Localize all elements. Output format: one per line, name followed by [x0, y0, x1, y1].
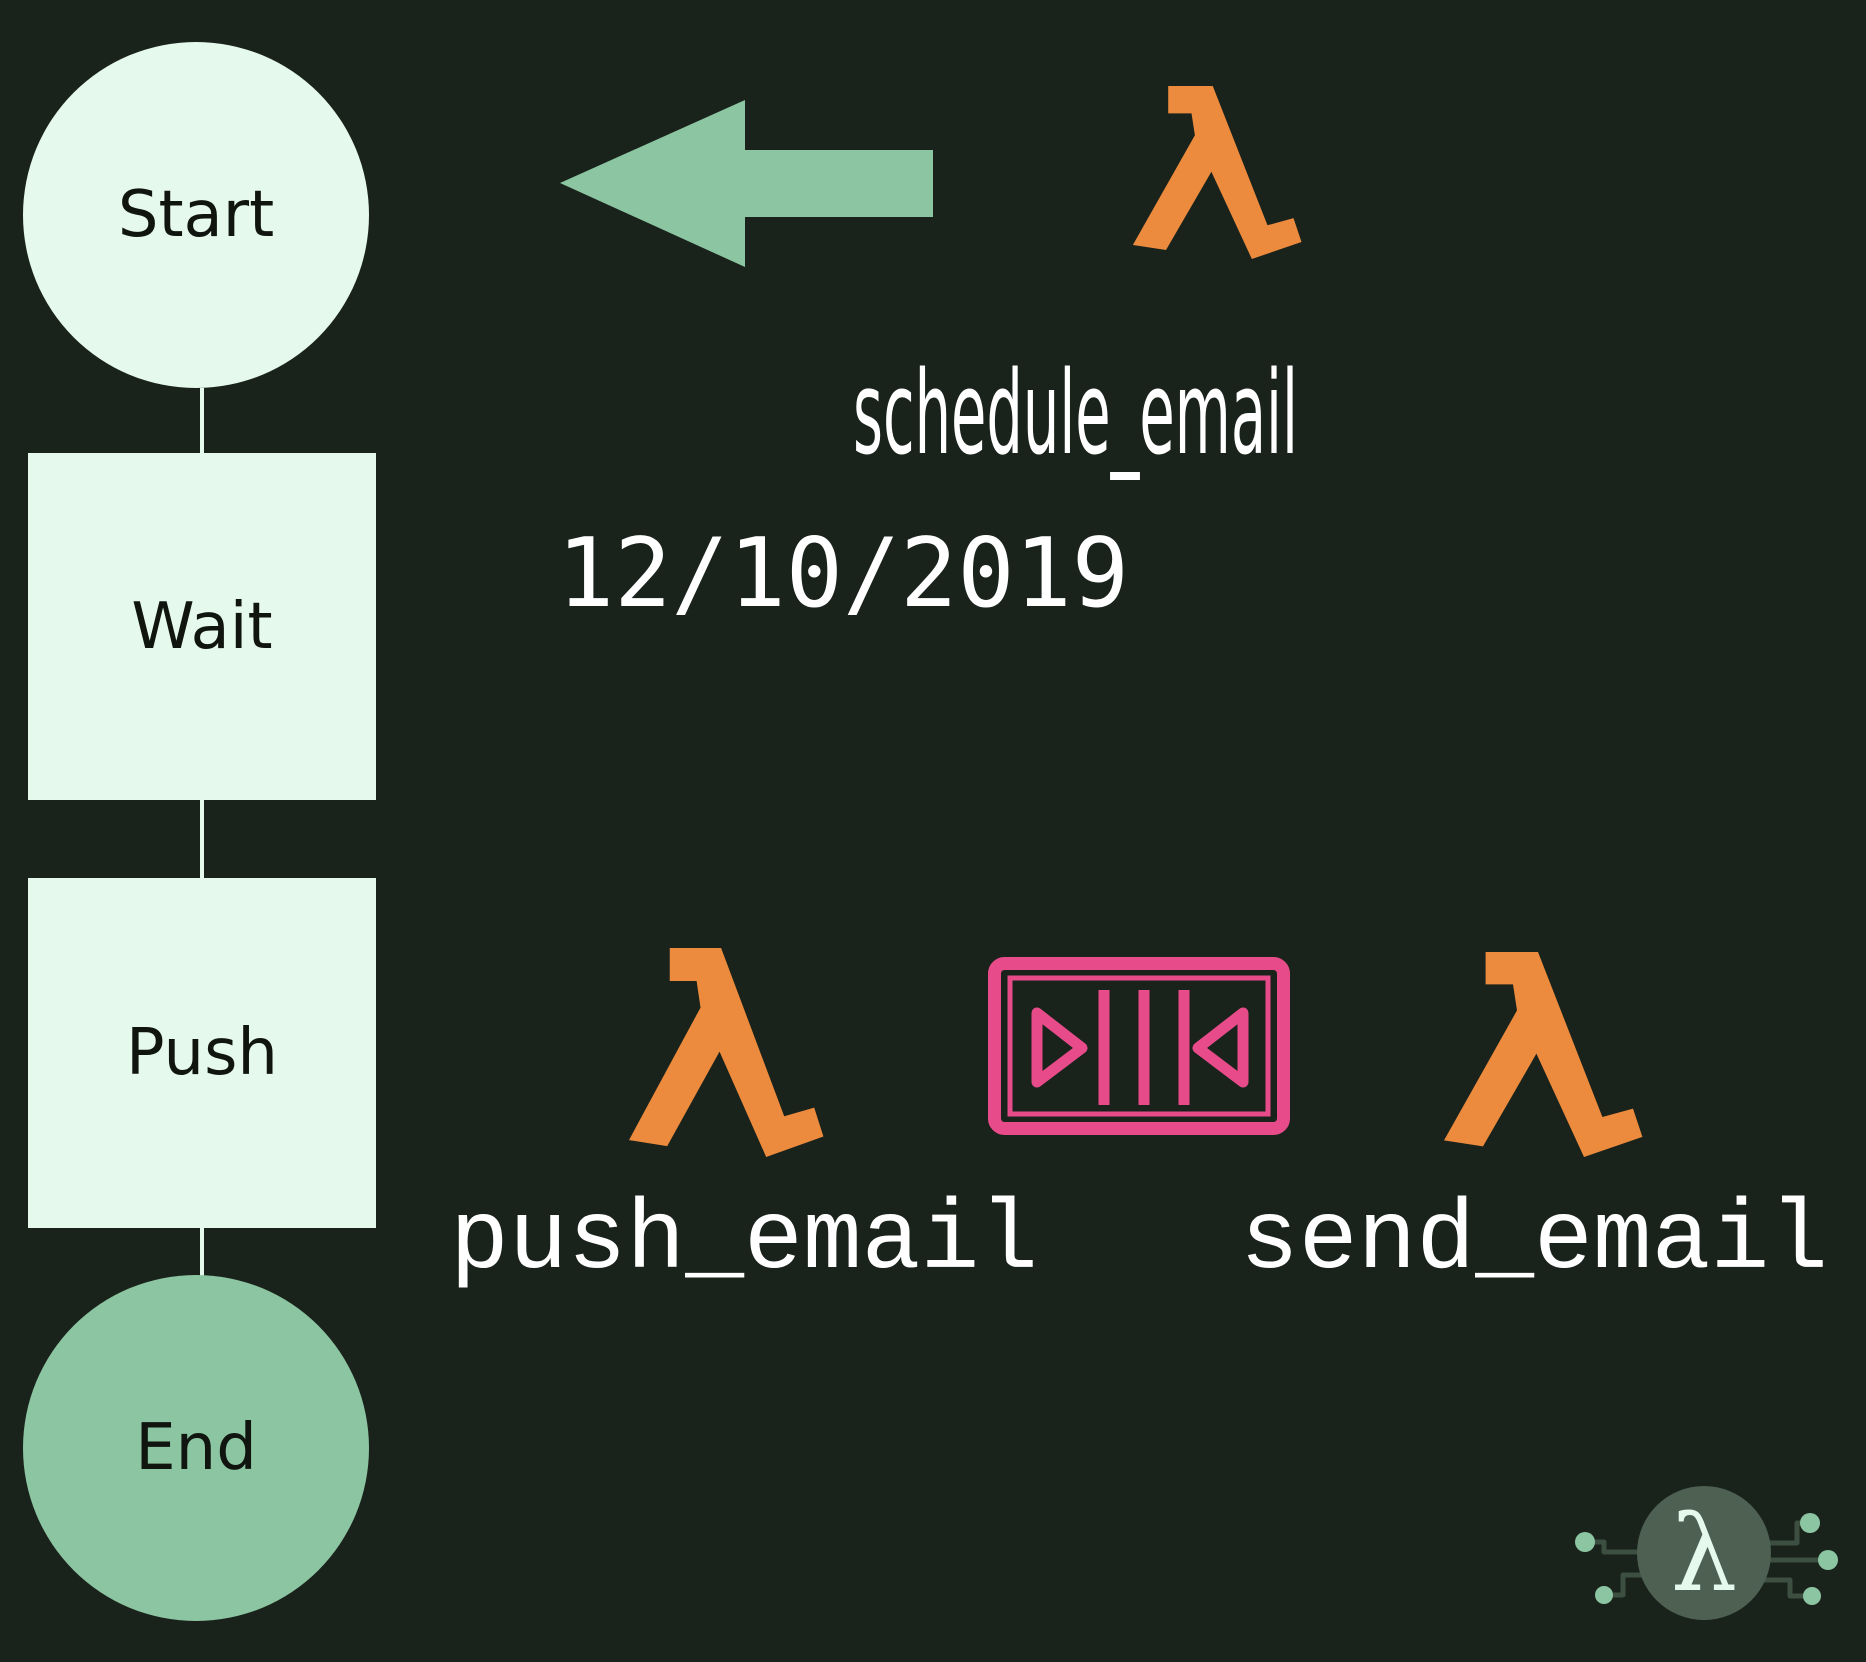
lambda-icon	[628, 948, 824, 1157]
message-queue-icon	[988, 957, 1290, 1135]
lambda-icon	[1444, 952, 1643, 1157]
flow-node-wait: Wait	[28, 453, 376, 800]
send-email-label: send_email	[1240, 1186, 1829, 1297]
flow-node-wait-label: Wait	[131, 589, 273, 664]
schedule-email-label: schedule_email	[853, 347, 1299, 481]
lambda-circuit-logo: λ	[1575, 1486, 1838, 1620]
lambda-icon	[1132, 86, 1302, 259]
flow-connector	[200, 1228, 204, 1276]
flow-connector	[200, 388, 204, 454]
logo-circle	[1637, 1486, 1771, 1620]
flow-node-start-label: Start	[117, 178, 275, 252]
left-arrow-icon	[560, 100, 933, 267]
flow-node-end-label: End	[135, 1411, 257, 1485]
flow-node-push: Push	[28, 878, 376, 1228]
flow-node-start: Start	[23, 42, 369, 388]
flow-node-push-label: Push	[126, 1016, 278, 1090]
logo-lambda-glyph: λ	[1671, 1493, 1738, 1615]
push-email-label: push_email	[450, 1186, 1039, 1297]
date-label: 12/10/2019	[557, 519, 1129, 629]
flow-connector	[200, 800, 204, 879]
flow-node-end: End	[23, 1275, 369, 1621]
